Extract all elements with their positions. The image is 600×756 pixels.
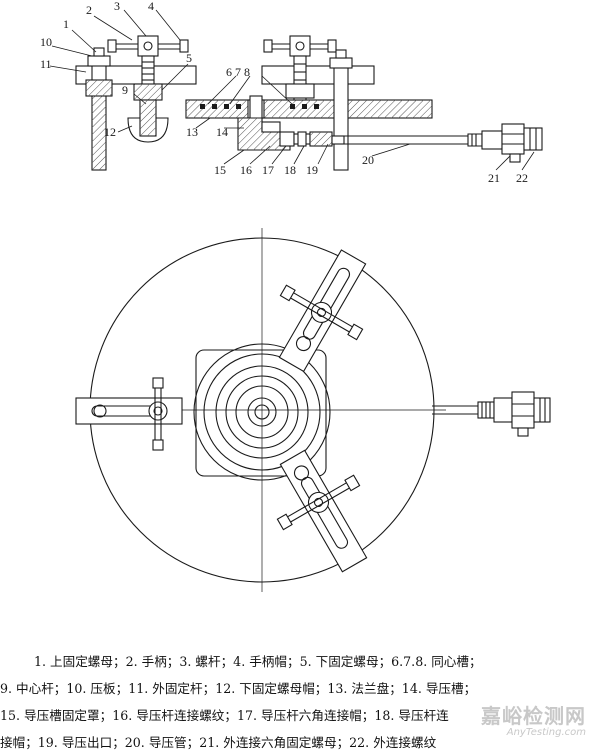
caption-line: 9. 中心杆；10. 压板；11. 外固定杆；12. 下固定螺母帽；13. 法兰… (0, 675, 600, 702)
figure-caption: 1. 上固定螺母；2. 手柄；3. 螺杆；4. 手柄帽；5. 下固定螺母；6.7… (0, 648, 600, 756)
clamp-lower-right (276, 449, 368, 573)
section-view (49, 9, 543, 171)
callout-20: 20 (362, 153, 374, 167)
square-boss (195, 349, 327, 477)
callout-2: 2 (86, 3, 92, 17)
callout-11: 11 (40, 57, 52, 71)
callout-15: 15 (214, 163, 226, 177)
outer-thread (523, 127, 543, 151)
pressure-plate-right (261, 65, 375, 85)
caption-text: 1. 上固定螺母；2. 手柄；3. 螺杆；4. 手柄帽；5. 下固定螺母；6.7… (34, 654, 482, 669)
caption-line: 15. 导压槽固定罩；16. 导压杆连接螺纹；17. 导压杆六角连接帽；18. … (0, 702, 600, 729)
callout-3: 3 (114, 0, 120, 13)
clamp-upper-right (278, 249, 367, 373)
callout-14: 14 (216, 125, 228, 139)
upper-fixed-nut (87, 55, 111, 67)
callout-1: 1 (63, 17, 69, 31)
outer-fixed-rod-right (333, 59, 349, 171)
concentric-grooves (200, 104, 319, 109)
watermark-url: AnyTesting.com (506, 727, 586, 738)
callout-10: 10 (40, 35, 52, 49)
device-drawing: 1 2 3 4 10 11 5 6 7 8 9 12 13 14 15 16 1… (40, 0, 551, 592)
callout-16: 16 (240, 163, 252, 177)
guide-pipe-section (344, 123, 543, 163)
callout-5: 5 (186, 51, 192, 65)
clamp-left (75, 377, 183, 451)
caption-text: 9. 中心杆；10. 压板；11. 外固定杆；12. 下固定螺母帽；13. 法兰… (0, 681, 477, 696)
watermark-name: 嘉峪检测网 (481, 704, 586, 728)
callout-21: 21 (488, 171, 500, 185)
outer-hex-nut (501, 123, 525, 155)
handle-left (107, 35, 189, 143)
handle-right (263, 35, 337, 101)
guide-groove (261, 121, 281, 133)
callout-17: 17 (262, 163, 274, 177)
caption-line: 接帽；19. 导压出口；20. 导压管；21. 外连接六角固定螺母；22. 外连… (0, 729, 600, 756)
callout-9: 9 (122, 83, 128, 97)
callout-12: 12 (104, 125, 116, 139)
central-disc (193, 343, 331, 481)
caption-text: 15. 导压槽固定罩；16. 导压杆连接螺纹；17. 导压杆六角连接帽；18. … (0, 708, 449, 723)
callout-678: 6 7 8 (226, 65, 250, 79)
callout-18: 18 (284, 163, 296, 177)
callout-19: 19 (306, 163, 318, 177)
callout-22: 22 (516, 171, 528, 185)
watermark: 嘉峪检测网 AnyTesting.com (481, 700, 586, 738)
caption-line: 1. 上固定螺母；2. 手柄；3. 螺杆；4. 手柄帽；5. 下固定螺母；6.7… (0, 648, 600, 675)
guide-rod-fittings (279, 131, 345, 147)
guide-pipe-plan (432, 391, 551, 437)
plan-view (75, 228, 551, 592)
callout-4: 4 (148, 0, 154, 13)
caption-text: 接帽；19. 导压出口；20. 导压管；21. 外连接六角固定螺母；22. 外连… (0, 735, 437, 750)
callout-13: 13 (186, 125, 198, 139)
leader-lines (49, 9, 535, 171)
